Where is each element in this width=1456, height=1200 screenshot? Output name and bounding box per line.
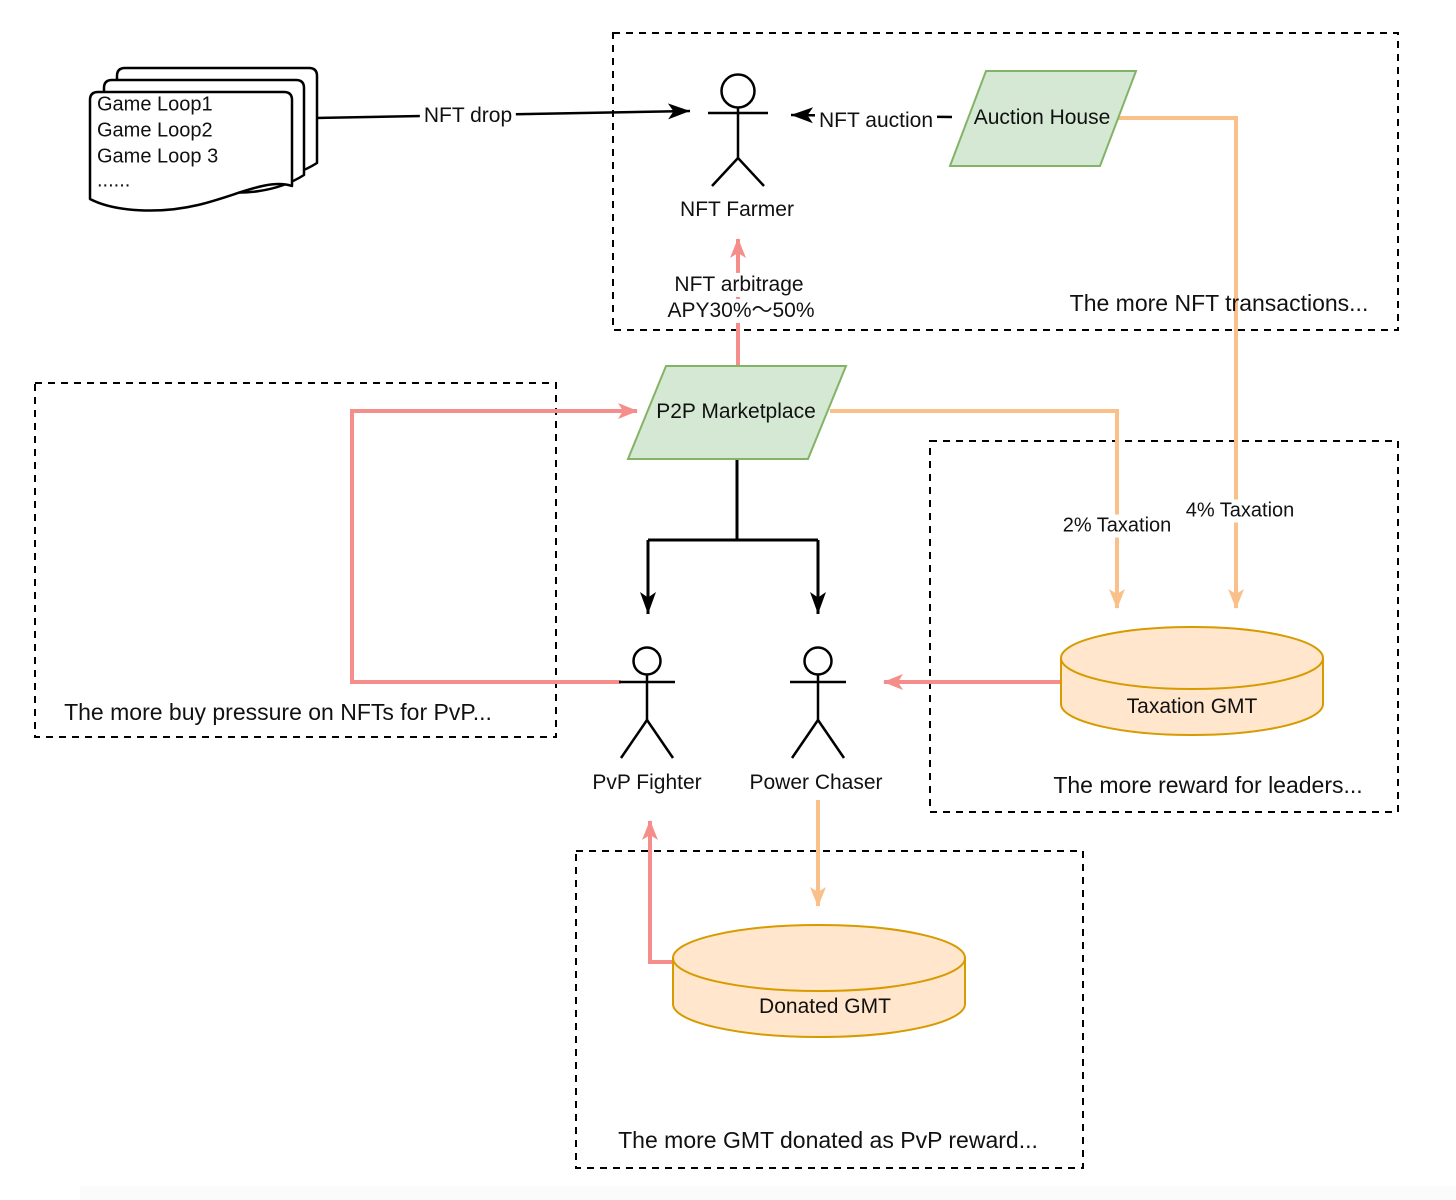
- power-chaser-figure: [790, 646, 846, 759]
- game-loop-line-1: Game Loop1: [97, 93, 213, 116]
- game-loop-line-3: Game Loop 3: [97, 145, 219, 168]
- nft-farmer-label: NFT Farmer: [680, 197, 794, 221]
- edge-4pct-taxation: [1118, 116, 1244, 609]
- auction-house-shape: [948, 70, 1138, 167]
- note-reward-leaders: The more reward for leaders...: [1053, 771, 1363, 798]
- edge-donated-to-fighter: [642, 820, 673, 964]
- nft-arbitrage-label-line2: APY30%～50%: [663, 298, 819, 324]
- note-gmt-donated: The more GMT donated as PvP reward...: [618, 1126, 1038, 1153]
- nft-auction-label: NFT auction: [815, 108, 937, 134]
- donated-gmt-shape: [672, 924, 966, 1038]
- bottom-edge-artifact: [80, 1186, 1456, 1200]
- p2p-marketplace-shape: [626, 365, 848, 460]
- nft-arbitrage-label-line1: NFT arbitrage: [670, 272, 808, 298]
- game-loops-shape: [88, 66, 319, 212]
- taxation-2pct-label: 2% Taxation: [1058, 514, 1176, 538]
- pvp-fighter-label: PvP Fighter: [592, 770, 702, 794]
- game-loop-line-4: ......: [97, 169, 131, 192]
- edge-marketplace-split: [640, 459, 826, 614]
- note-nft-transactions: The more NFT transactions...: [1069, 289, 1369, 316]
- nft-farmer-figure: [708, 73, 768, 187]
- nft-drop-label: NFT drop: [419, 103, 517, 129]
- note-box-gmt-donated: [575, 850, 1084, 1169]
- note-box-nft-transactions: [612, 32, 1399, 331]
- p2p-marketplace-label: P2P Marketplace: [656, 399, 816, 423]
- note-box-buy-pressure: [34, 382, 557, 738]
- donated-gmt-label: Donated GMT: [759, 994, 891, 1018]
- taxation-4pct-label: 4% Taxation: [1181, 499, 1299, 523]
- pvp-fighter-figure: [619, 646, 675, 759]
- note-box-reward-leaders: [929, 440, 1399, 813]
- taxation-gmt-shape: [1060, 626, 1324, 736]
- auction-house-label: Auction House: [973, 105, 1111, 129]
- edge-2pct-taxation: [830, 409, 1125, 609]
- note-buy-pressure: The more buy pressure on NFTs for PvP...: [64, 698, 492, 725]
- power-chaser-label: Power Chaser: [749, 770, 883, 794]
- edge-buy-pressure-loop: [350, 403, 638, 684]
- game-loop-line-2: Game Loop2: [97, 119, 213, 142]
- taxation-gmt-label: Taxation GMT: [1126, 694, 1258, 718]
